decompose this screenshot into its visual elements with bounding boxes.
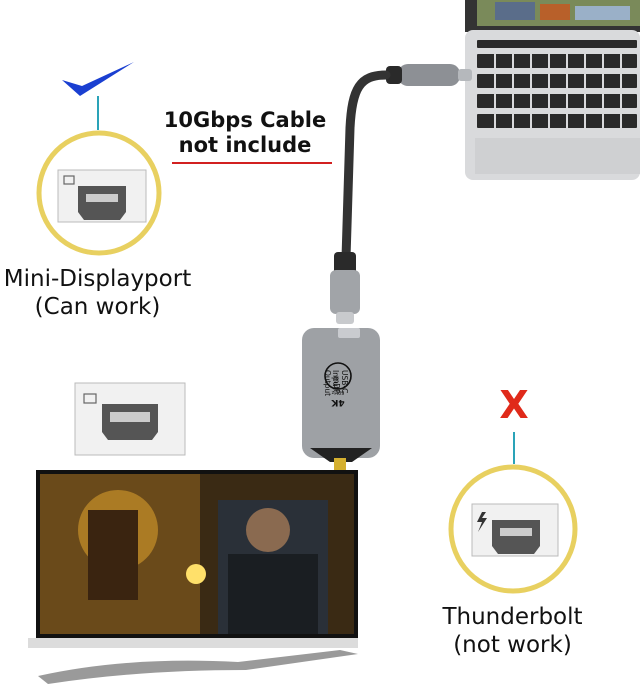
cross-stem <box>513 432 515 464</box>
monitor-mini-dp-port-icon <box>74 382 186 456</box>
cable-note-line-2: not include <box>178 133 312 158</box>
check-stem <box>97 96 99 130</box>
usb-c-plug-top <box>398 64 460 86</box>
cross-icon: X <box>499 383 529 427</box>
mini-dp-label: Mini-Displayport (Can work) <box>0 266 195 321</box>
adapter-badge: 4K <box>330 397 344 407</box>
mini-dp-label-line-2: (Can work) <box>34 293 161 320</box>
adapter-text-2: Output <box>323 370 332 396</box>
thunderbolt-icon <box>477 512 487 532</box>
thunderbolt-port-icon <box>448 464 578 594</box>
mini-dp-label-line-1: Mini-Displayport <box>3 266 192 292</box>
laptop-image <box>465 0 640 180</box>
usb-c-to-mdp-adapter: 4K 60Hz mDP Output USB-C Input <box>302 64 472 478</box>
adapter-text-1: mDP <box>332 376 341 394</box>
adapter-body <box>302 328 380 458</box>
thunderbolt-label-line-2: (not work) <box>453 631 572 658</box>
cable-note-line-1: 10Gbps Cable <box>163 108 327 132</box>
mini-dp-port-icon <box>36 130 162 256</box>
tv-monitor-image <box>28 470 358 684</box>
4k-badge <box>324 362 352 390</box>
braided-cable <box>341 70 391 263</box>
thunderbolt-label-line-1: Thunderbolt <box>442 604 583 630</box>
keyboard <box>477 40 637 128</box>
adapter-badge-sub: 60Hz <box>331 389 344 395</box>
check-icon <box>62 62 134 96</box>
tv-stand <box>38 650 358 684</box>
red-underline <box>172 162 332 164</box>
usb-c-plug-bottom <box>330 270 360 314</box>
adapter-text-3: USB-C <box>340 370 349 393</box>
thunderbolt-label: Thunderbolt (not work) <box>430 604 595 659</box>
adapter-text-4: Input <box>331 370 340 389</box>
cable-note: 10Gbps Cable not include <box>150 108 340 158</box>
